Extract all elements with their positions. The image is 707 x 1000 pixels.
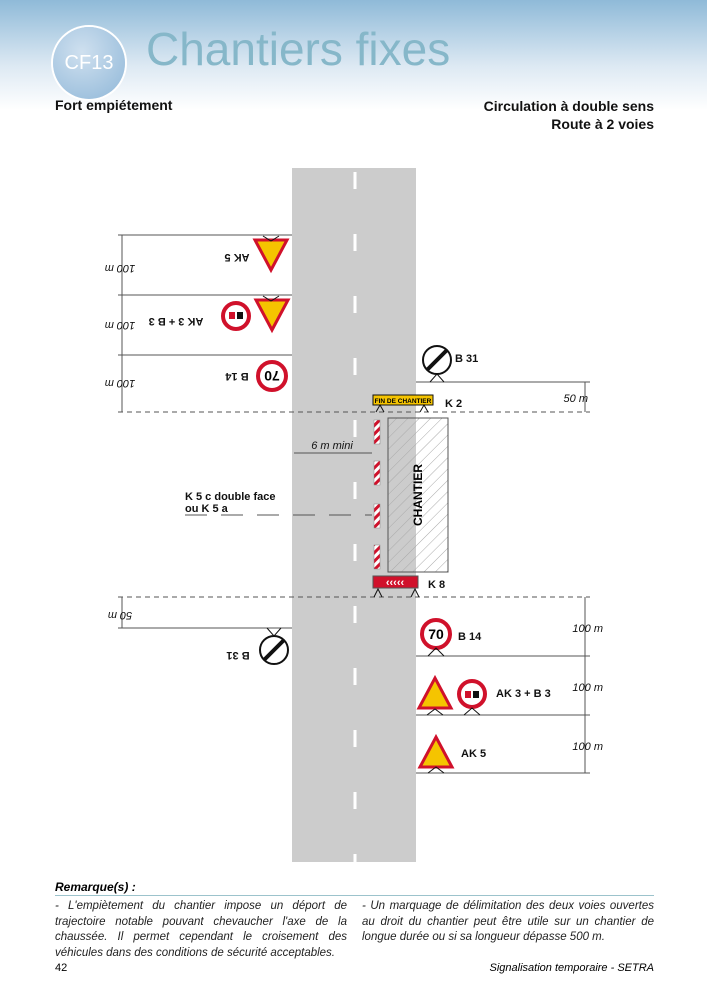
- distance-label: 100 m: [105, 377, 136, 389]
- distance-label: 50 m: [564, 393, 588, 405]
- sign-b31-end-restriction: [422, 345, 452, 383]
- cone-label: K 5 c double face: [185, 491, 275, 503]
- sign-label-b14: B 14: [458, 631, 482, 643]
- sign-b3-no-overtaking: [457, 679, 487, 716]
- road-type: Route à 2 voies: [551, 116, 654, 132]
- remarks-divider: [55, 895, 654, 896]
- dimension-lines: [118, 234, 590, 774]
- page-title: Chantiers fixes: [146, 23, 451, 75]
- sign-b3-no-overtaking: [221, 301, 251, 331]
- sign-label-ak5: AK 5: [224, 251, 249, 263]
- width-label: 6 m mini: [311, 440, 353, 452]
- sign-label-b14: B 14: [225, 370, 249, 382]
- svg-text:‹‹‹‹‹: ‹‹‹‹‹: [386, 577, 405, 589]
- sign-label-b31: B 31: [226, 649, 249, 661]
- footer-source: Signalisation temporaire - SETRA: [489, 962, 654, 974]
- distance-label: 100 m: [105, 319, 136, 331]
- distance-label: 100 m: [572, 682, 603, 694]
- subtitle-left: Fort empiétement: [55, 97, 173, 113]
- sign-label-k2: K 2: [445, 398, 462, 410]
- k5-cones: [373, 419, 381, 570]
- sign-ak3-narrowing: [253, 295, 291, 334]
- cone-label-alt: ou K 5 a: [185, 503, 229, 515]
- distance-label: 100 m: [572, 741, 603, 753]
- sign-label-ak3-b3: AK 3 + B 3: [149, 315, 204, 327]
- sign-ak5-roadworks: [417, 733, 455, 774]
- page-number: 42: [55, 962, 68, 974]
- section-badge: CF13: [53, 27, 125, 99]
- svg-text:70: 70: [428, 626, 444, 642]
- distance-label: 100 m: [105, 262, 136, 274]
- remark-1: - L'empiètement du chantier impose un dé…: [55, 900, 347, 959]
- sign-b14-speed-limit: 70: [420, 618, 452, 657]
- sign-ak5-roadworks: [252, 235, 290, 274]
- sign-ak3-narrowing: [416, 674, 454, 716]
- sign-label-b31: B 31: [455, 353, 478, 365]
- distance-label: 50 m: [108, 609, 132, 621]
- svg-text:70: 70: [264, 368, 280, 384]
- k2-panel: FIN DE CHANTIER: [372, 394, 434, 413]
- svg-text:FIN DE CHANTIER: FIN DE CHANTIER: [375, 398, 432, 405]
- distance-label: 100 m: [572, 623, 603, 635]
- remark-2: - Un marquage de délimitation des deux v…: [362, 900, 654, 943]
- k8-chevron-panel: ‹‹‹‹‹: [372, 575, 420, 598]
- work-zone-label: CHANTIER: [411, 464, 425, 526]
- sign-b14-speed-limit: 70: [256, 360, 288, 392]
- sign-label-ak5: AK 5: [461, 748, 486, 760]
- work-zone: [387, 417, 449, 573]
- traffic-type: Circulation à double sens: [483, 98, 654, 114]
- sign-label-k8: K 8: [428, 579, 445, 591]
- remarks-title: Remarque(s) :: [55, 880, 136, 894]
- sign-b31-end-restriction: [259, 627, 289, 665]
- sign-label-ak3-b3: AK 3 + B 3: [496, 688, 551, 700]
